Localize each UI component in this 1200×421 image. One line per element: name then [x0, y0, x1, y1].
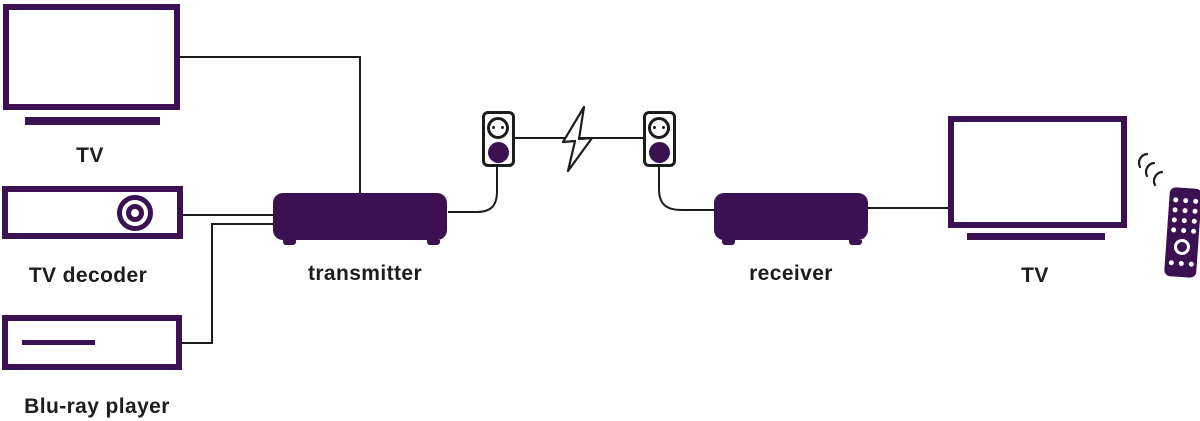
lightning-bolt-icon — [561, 105, 594, 173]
remote-button-row — [1171, 217, 1197, 224]
bluray-disc-slot — [22, 340, 95, 345]
transmitter-foot — [427, 240, 440, 245]
remote-button-row — [1172, 197, 1198, 204]
tv-right-label: TV — [1021, 264, 1049, 287]
tv-decoder-label: TV decoder — [28, 264, 148, 287]
tv-stand — [967, 233, 1105, 240]
receiver-foot — [849, 240, 862, 245]
receiver-label: receiver — [749, 262, 833, 285]
remote-button-row — [1170, 227, 1196, 234]
receiver-box-icon — [714, 193, 868, 240]
tv-decoder-icon — [2, 186, 183, 239]
decoder-dial-inner — [126, 204, 144, 222]
plug-icon — [488, 142, 509, 163]
outlet-pin-hole — [662, 126, 665, 129]
tv-icon — [948, 116, 1127, 228]
outlet-socket — [487, 117, 509, 139]
bluray-label: Blu-ray player — [24, 395, 170, 418]
transmitter-label: transmitter — [307, 262, 423, 285]
plug-icon — [649, 142, 670, 163]
remote-button-row — [1171, 207, 1198, 214]
tv-stand — [25, 117, 160, 125]
cord-outlet-to-receiver — [658, 167, 715, 211]
remote-control-icon — [1163, 186, 1200, 279]
remote-button-row — [1168, 260, 1194, 267]
wire-bluray-to-transmitter — [180, 223, 274, 344]
remote-ok-ring — [1173, 238, 1191, 256]
receiver-foot — [722, 240, 735, 245]
transmitter-foot — [283, 240, 296, 245]
signal-waves-icon — [1137, 152, 1149, 169]
tv-left-label: TV — [76, 144, 104, 167]
cord-transmitter-to-outlet — [448, 167, 498, 213]
outlet-pin-hole — [501, 126, 504, 129]
signal-waves-icon — [1152, 170, 1164, 187]
wire-tv-to-transmitter — [180, 56, 361, 194]
tv-icon — [3, 4, 180, 110]
signal-waves-icon — [1144, 161, 1156, 178]
outlet-pin-hole — [492, 126, 495, 129]
outlet-socket — [648, 117, 670, 139]
outlet-pin-hole — [653, 126, 656, 129]
transmitter-box-icon — [273, 193, 447, 240]
